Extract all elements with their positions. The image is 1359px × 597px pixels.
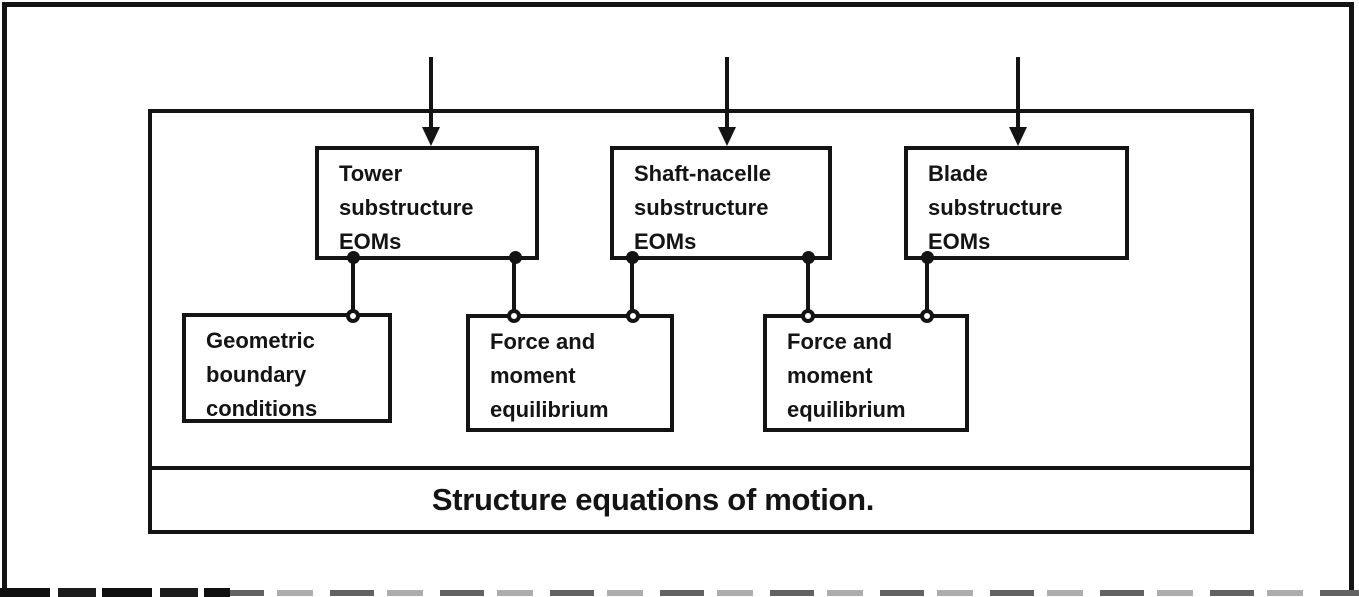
connector-dot-icon — [802, 251, 815, 264]
title-separator-line — [148, 466, 1254, 470]
arrow-head-icon — [422, 127, 440, 146]
box-label-line: EOMs — [634, 229, 697, 254]
box-label-line: substructure — [928, 195, 1063, 220]
arrow-line — [725, 57, 729, 131]
connector-ring-icon — [346, 309, 360, 323]
box-label-line: Force and — [490, 329, 596, 354]
down-arrow-icon — [718, 57, 736, 147]
box-label-line: Blade — [928, 161, 988, 186]
box-label-line: Tower — [339, 161, 403, 186]
connector-dot-icon — [626, 251, 639, 264]
box-label-line: substructure — [634, 195, 769, 220]
scan-artifact-bottom-edge — [0, 590, 1359, 596]
box-label-line: EOMs — [928, 229, 991, 254]
arrow-line — [429, 57, 433, 131]
scan-artifact-bottom-left — [0, 588, 230, 597]
arrow-line — [1016, 57, 1020, 131]
connector-dot-icon — [347, 251, 360, 264]
box-label-line: Force and — [787, 329, 893, 354]
arrow-head-icon — [1009, 127, 1027, 146]
connector-ring-icon — [801, 309, 815, 323]
outer-frame — [2, 2, 1354, 590]
box-blade-substructure-eoms: Blade substructure EOMs — [904, 146, 1129, 260]
box-label-line: equilibrium — [787, 397, 906, 422]
box-label-line: substructure — [339, 195, 474, 220]
box-shaft-nacelle-substructure-eoms: Shaft-nacelle substructure EOMs — [610, 146, 832, 260]
connector-line — [925, 256, 929, 318]
box-label-line: moment — [787, 363, 873, 388]
box-label-line: moment — [490, 363, 576, 388]
box-label-line: equilibrium — [490, 397, 609, 422]
box-label-line: Shaft-nacelle — [634, 161, 771, 186]
box-label-line: EOMs — [339, 229, 402, 254]
diagram-title: Structure equations of motion. — [431, 482, 875, 517]
connector-line — [351, 256, 355, 318]
box-label-line: Geometric — [206, 328, 315, 353]
box-geometric-boundary-conditions: Geometric boundary conditions — [182, 313, 392, 423]
down-arrow-icon — [422, 57, 440, 147]
connector-line — [806, 256, 810, 318]
connector-ring-icon — [507, 309, 521, 323]
connector-dot-icon — [921, 251, 934, 264]
structure-eom-container — [148, 109, 1254, 534]
box-force-moment-equilibrium-2: Force and moment equilibrium — [763, 314, 969, 432]
box-label-line: conditions — [206, 396, 318, 421]
connector-line — [512, 256, 516, 318]
arrow-head-icon — [718, 127, 736, 146]
box-force-moment-equilibrium-1: Force and moment equilibrium — [466, 314, 674, 432]
connector-ring-icon — [920, 309, 934, 323]
connector-dot-icon — [509, 251, 522, 264]
box-tower-substructure-eoms: Tower substructure EOMs — [315, 146, 539, 260]
box-label-line: boundary — [206, 362, 307, 387]
down-arrow-icon — [1009, 57, 1027, 147]
connector-ring-icon — [626, 309, 640, 323]
connector-line — [630, 256, 634, 318]
